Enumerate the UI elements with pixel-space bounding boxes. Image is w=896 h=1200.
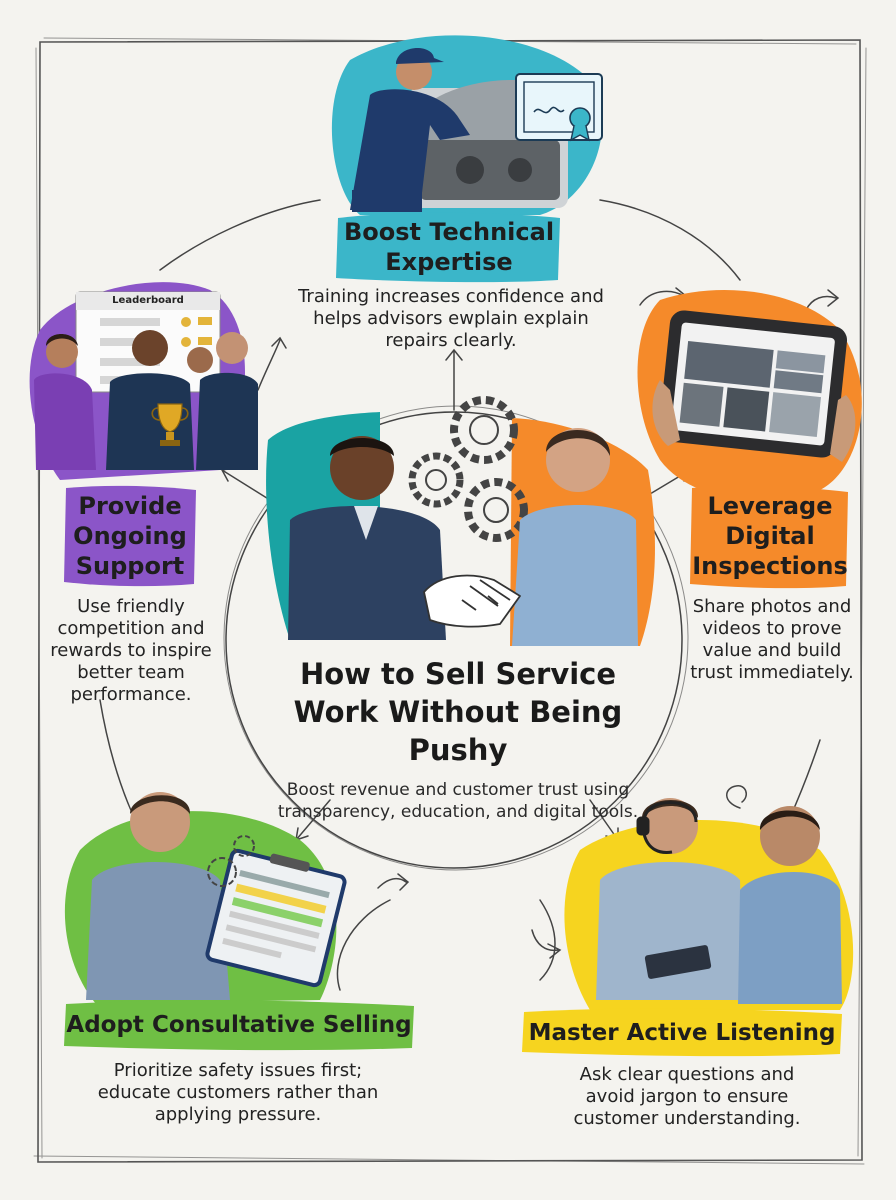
step-title-consultative-selling: Adopt Consultative Selling bbox=[66, 1012, 412, 1038]
step-desc-technical-expertise: Training increases confidence and helps … bbox=[298, 286, 604, 351]
step-title-technical-expertise: Boost Technical Expertise bbox=[343, 218, 555, 276]
headset-icon bbox=[636, 801, 698, 854]
trophy-icon bbox=[151, 403, 189, 446]
step-title-ongoing-support: Provide Ongoing Support bbox=[73, 492, 187, 580]
step-title-digital-inspections: Leverage Digital Inspections bbox=[692, 492, 848, 580]
step-desc-consultative-selling: Prioritize safety issues first; educate … bbox=[97, 1060, 379, 1125]
step-desc-active-listening: Ask clear questions and avoid jargon to … bbox=[573, 1064, 801, 1129]
certificate-icon bbox=[515, 73, 603, 142]
page-subtitle: Boost revenue and customer trust using t… bbox=[277, 780, 639, 822]
page-title: How to Sell Service Work Without Being P… bbox=[293, 657, 623, 767]
tablet-icon bbox=[652, 310, 856, 462]
title-block: How to Sell Service Work Without Being P… bbox=[258, 655, 658, 823]
leaderboard-heading: Leaderboard bbox=[112, 295, 184, 306]
step-desc-ongoing-support: Use friendly competition and rewards to … bbox=[50, 596, 212, 705]
clipboard-icon bbox=[205, 835, 347, 988]
step-desc-digital-inspections: Share photos and videos to prove value a… bbox=[690, 596, 854, 683]
step-title-active-listening: Master Active Listening bbox=[528, 1020, 836, 1046]
